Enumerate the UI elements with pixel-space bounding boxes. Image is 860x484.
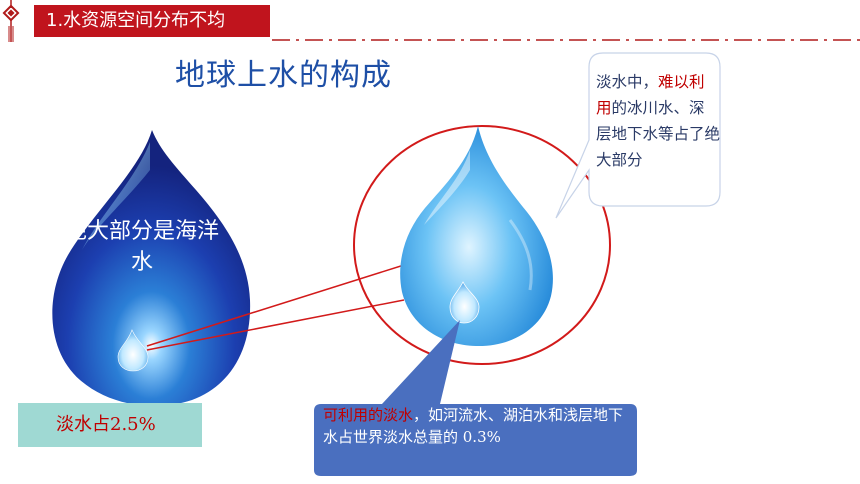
callout-highlight: 难以利用: [596, 73, 705, 117]
page-title: 地球上水的构成: [175, 58, 392, 93]
speech-bubble-right-text: 淡水中，难以利用的冰川水、深层地下水等占了绝大部分: [596, 69, 720, 173]
callout-text-part: 淡水中，: [596, 73, 659, 91]
tiny-freshwater-drop: [117, 329, 149, 372]
section-tag: 1.水资源空间分布不均: [34, 5, 270, 37]
callout-highlight: 可利用的淡水: [323, 406, 414, 424]
ocean-water-drop: [52, 130, 251, 406]
chinese-knot-icon: [2, 0, 20, 42]
freshwater-percentage-box: 淡水占2.5%: [18, 403, 202, 447]
freshwater-drop: [400, 126, 553, 347]
ocean-water-label: 绝大部分是海洋水: [64, 219, 219, 275]
inner-usable-water-drop: [449, 281, 480, 324]
callout-bottom-text: 可利用的淡水，如河流水、湖泊水和浅层地下水占世界淡水总量的 0.3%: [323, 404, 633, 448]
callout-bottom-shape: [314, 320, 637, 476]
callout-text-part: 的冰川水、深层地下水等占了绝大部分: [596, 99, 721, 169]
callout-text-part: ，如河流水、湖泊水和浅层地下水占世界淡水总量的 0.3%: [323, 406, 624, 446]
freshwater-highlight-circle: [353, 125, 611, 365]
speech-bubble-right: [555, 52, 721, 219]
